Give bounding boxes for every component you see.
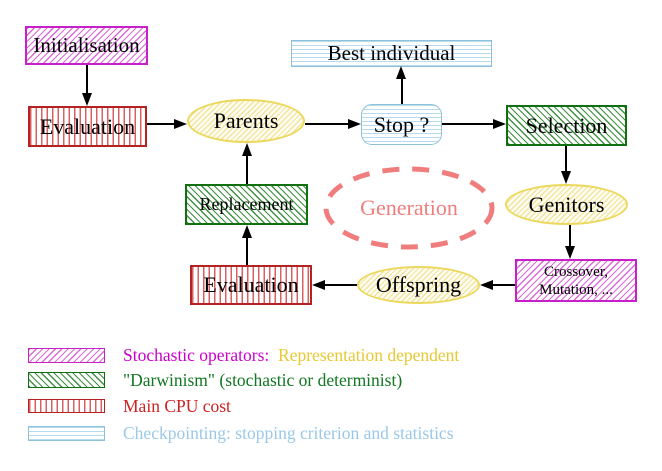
arrowhead-replacement-to-parents xyxy=(242,143,252,156)
legend-row-cpu-cost: Main CPU cost xyxy=(28,395,231,416)
arrowhead-stop-to-selection xyxy=(493,119,506,129)
node-generation: Generation xyxy=(322,165,496,251)
node-best-individual-label: Best individual xyxy=(327,41,456,65)
arrow-line-stop-to-best xyxy=(401,78,403,104)
node-selection-label: Selection xyxy=(525,112,608,138)
arrowhead-crossover-to-offspring xyxy=(480,280,493,290)
node-evaluation-bottom: Evaluation xyxy=(190,265,312,305)
node-stop: Stop ? xyxy=(361,104,442,145)
legend-row-darwinism: "Darwinism" (stochastic or determinist) xyxy=(28,369,403,390)
arrowhead-offspring-to-evaluation xyxy=(312,280,325,290)
generation-dashed-ellipse xyxy=(323,166,495,250)
node-crossover-line2: Mutation, ... xyxy=(539,281,613,298)
arrow-line-crossover-to-offspring xyxy=(492,284,515,286)
legend-label-spacer xyxy=(269,345,278,366)
legend-row-stochastic: Stochastic operators: Representation dep… xyxy=(28,344,460,366)
legend-label-main-cpu-cost: Main CPU cost xyxy=(123,395,231,416)
arrow-line-evaluation-to-replacement xyxy=(246,237,248,265)
node-evaluation-top-label: Evaluation xyxy=(39,113,136,139)
arrow-line-stop-to-selection xyxy=(442,123,494,125)
node-crossover-mutation: Crossover, Mutation, ... xyxy=(515,259,637,302)
legend-swatch-magenta-hatch xyxy=(28,347,105,363)
legend-label-checkpointing: Checkpointing: stopping criterion and st… xyxy=(123,422,454,443)
arrowhead-selection-to-genitors xyxy=(561,171,571,184)
legend-label-representation-dependent: Representation dependent xyxy=(278,344,460,365)
node-evaluation-bottom-label: Evaluation xyxy=(203,272,299,297)
node-initialisation: Initialisation xyxy=(25,26,148,65)
node-replacement-label: Replacement xyxy=(199,194,294,214)
node-selection: Selection xyxy=(506,105,627,146)
arrowhead-evaluation-to-parents xyxy=(174,119,187,129)
node-generation-label: Generation xyxy=(360,195,458,220)
arrow-line-parents-to-stop xyxy=(305,123,349,125)
arrow-line-replacement-to-parents xyxy=(246,155,248,184)
node-best-individual: Best individual xyxy=(291,40,492,67)
node-evaluation-top: Evaluation xyxy=(28,106,147,147)
node-initialisation-label: Initialisation xyxy=(33,33,140,57)
legend-label-darwinism: "Darwinism" (stochastic or determinist) xyxy=(123,369,403,390)
node-genitors: Genitors xyxy=(505,184,628,225)
arrow-line-selection-to-genitors xyxy=(565,146,567,172)
node-genitors-label: Genitors xyxy=(528,191,605,217)
arrow-line-genitors-to-crossover xyxy=(569,225,571,247)
node-stop-label: Stop ? xyxy=(373,111,430,137)
arrowhead-parents-to-stop xyxy=(348,119,361,129)
node-crossover-line1: Crossover, xyxy=(544,263,608,280)
legend-row-checkpointing: Checkpointing: stopping criterion and st… xyxy=(28,422,454,443)
arrowhead-evaluation-to-replacement xyxy=(242,225,252,238)
node-replacement: Replacement xyxy=(185,184,308,225)
arrow-line-offspring-to-evaluation xyxy=(324,284,357,286)
legend-label-stochastic-operators: Stochastic operators: xyxy=(123,344,270,365)
arrow-line-evaluation-to-parents xyxy=(147,123,175,125)
node-parents-label: Parents xyxy=(213,108,279,133)
arrow-line-init-to-evaluation xyxy=(86,65,88,94)
legend-swatch-red-stripes xyxy=(28,399,105,413)
arrowhead-genitors-to-crossover xyxy=(565,246,575,259)
node-offspring-label: Offspring xyxy=(375,272,462,297)
node-offspring: Offspring xyxy=(357,266,480,304)
arrowhead-init-to-evaluation xyxy=(82,93,92,106)
node-parents: Parents xyxy=(187,99,305,143)
legend-swatch-green-hatch xyxy=(28,372,105,388)
arrowhead-stop-to-best xyxy=(396,66,406,79)
legend-swatch-blue-stripes xyxy=(28,425,105,441)
